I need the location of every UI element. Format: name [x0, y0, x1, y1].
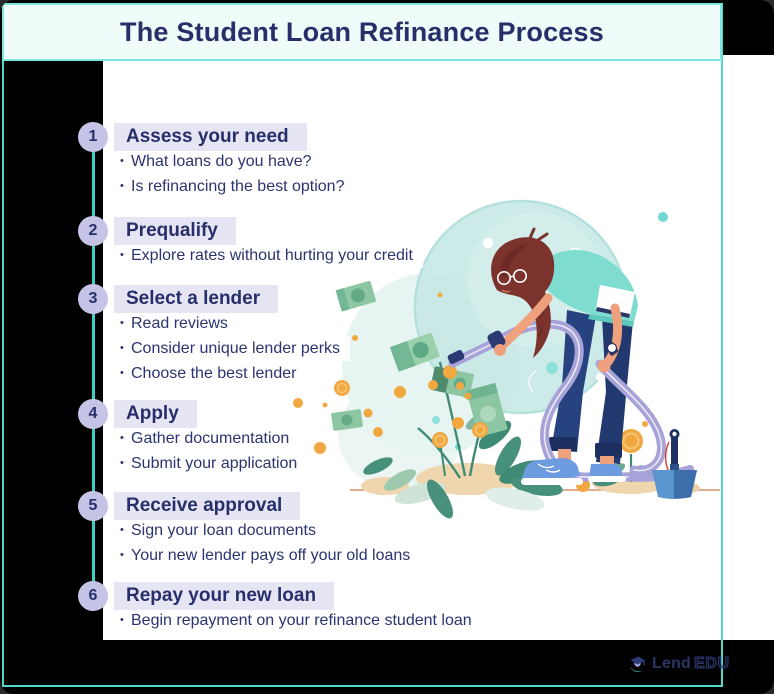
step-4-number: 4	[78, 399, 108, 429]
header-banner: The Student Loan Refinance Process	[2, 3, 722, 61]
step-1-title: Assess your need	[114, 123, 307, 151]
sneakers	[521, 458, 626, 485]
step-2-title: Prequalify	[114, 217, 236, 245]
list-item: Read reviews	[120, 311, 238, 336]
step-3-bullets: Read reviews Consider unique lender perk…	[120, 311, 351, 386]
step-4-title: Apply	[114, 400, 197, 428]
bullet-dot	[120, 543, 131, 568]
money-bills	[331, 332, 508, 437]
step-3: 3 Select a lender Read reviews Consider …	[78, 284, 351, 386]
white-swirl	[528, 369, 538, 393]
brand-lend: Lend	[652, 655, 692, 672]
coin-flower	[432, 432, 448, 477]
step-5-number: 5	[78, 491, 108, 521]
bullet-dot	[120, 336, 131, 361]
bullet-dot	[120, 174, 131, 199]
timeline-connector	[92, 137, 95, 595]
step-3-number: 3	[78, 284, 108, 314]
money-bill	[335, 280, 376, 312]
bullet-dot	[120, 361, 131, 386]
shovel	[652, 429, 697, 499]
step-6-title: Repay your new loan	[114, 582, 335, 610]
illustration-woman-watering-money	[293, 199, 720, 519]
bullet-dot	[120, 149, 131, 174]
list-item: Your new lender pays off your old loans	[120, 543, 421, 568]
list-item: Explore rates without hurting your credi…	[120, 243, 423, 268]
white-sleeve	[596, 285, 635, 316]
step-3-title: Select a lender	[114, 285, 279, 313]
list-item: Gather documentation	[120, 426, 300, 451]
woman-head	[491, 227, 555, 358]
list-item: Submit your application	[120, 451, 308, 476]
wristwatch	[606, 342, 618, 354]
step-6-bullets: Begin repayment on your refinance studen…	[120, 608, 482, 633]
smile	[501, 289, 511, 293]
glasses	[497, 269, 528, 286]
step-4: 4 Apply Gather documentation Submit your…	[78, 399, 308, 476]
hose-nozzle	[447, 350, 465, 364]
bullet-dot	[120, 518, 131, 543]
bullet-dot	[120, 243, 131, 268]
step-6-number: 6	[78, 581, 108, 611]
woman-arms	[487, 293, 623, 373]
step-6: 6 Repay your new loan Begin repayment on…	[78, 581, 482, 633]
bullet-dot	[120, 426, 131, 451]
list-item: Sign your loan documents	[120, 518, 326, 543]
step-2-bullets: Explore rates without hurting your credi…	[120, 243, 423, 268]
frame-line-right	[721, 3, 723, 687]
list-item: Choose the best lender	[120, 361, 307, 386]
step-1-bullets: What loans do you have? Is refinancing t…	[120, 149, 355, 199]
step-4-bullets: Gather documentation Submit your applica…	[120, 426, 308, 476]
list-item: What loans do you have?	[120, 149, 322, 174]
step-5: 5 Receive approval Sign your loan docume…	[78, 491, 421, 568]
list-item: Begin repayment on your refinance studen…	[120, 608, 482, 633]
step-2-number: 2	[78, 216, 108, 246]
brand-edu: EDU	[694, 655, 730, 673]
step-5-title: Receive approval	[114, 492, 301, 520]
step-1: 1 Assess your need What loans do you hav…	[78, 122, 355, 199]
bullet-dot	[120, 311, 131, 336]
list-item: Consider unique lender perks	[120, 336, 351, 361]
bullet-dot	[120, 608, 131, 633]
lendedu-logo: Lend EDU	[627, 652, 730, 676]
page-title: The Student Loan Refinance Process	[120, 16, 604, 47]
bullet-dot	[120, 451, 131, 476]
step-1-number: 1	[78, 122, 108, 152]
woman-figure	[535, 250, 638, 469]
frame-line-left	[2, 3, 4, 687]
lendedu-graduate-icon	[630, 656, 646, 672]
step-2: 2 Prequalify Explore rates without hurti…	[78, 216, 423, 268]
list-item: Is refinancing the best option?	[120, 174, 355, 199]
step-5-bullets: Sign your loan documents Your new lender…	[120, 518, 421, 568]
frame-line-bottom	[2, 685, 723, 687]
gold-coins	[293, 292, 648, 492]
